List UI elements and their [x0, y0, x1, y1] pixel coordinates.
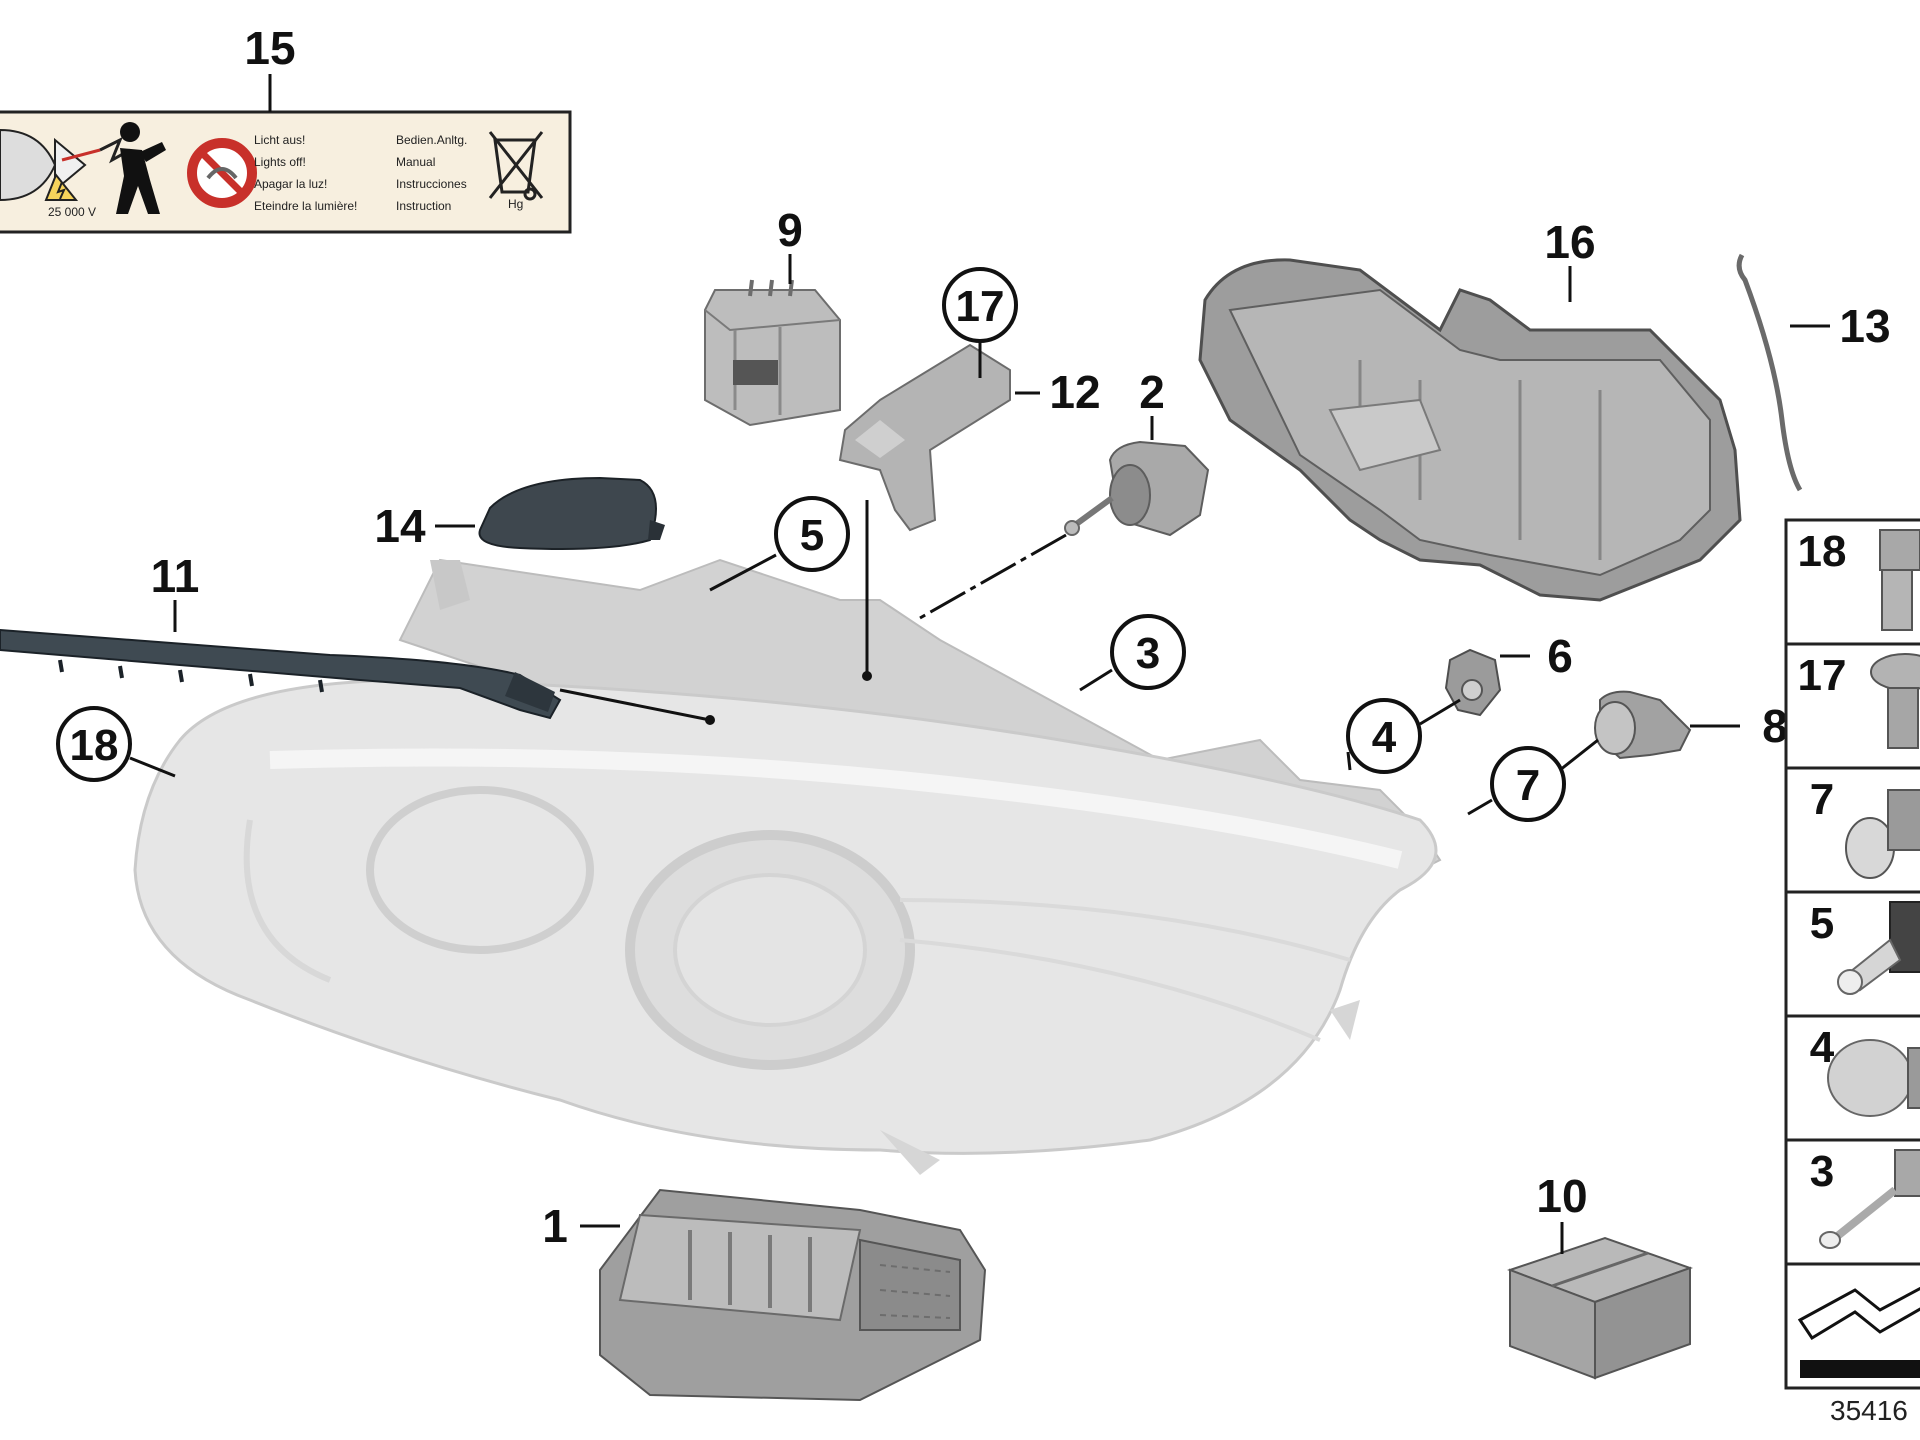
- callout-10: 10: [1536, 1170, 1587, 1222]
- callout-12: 12: [1049, 366, 1100, 418]
- no-light-prohibition-icon: [187, 138, 257, 208]
- warning-line-2: Lights off!: [254, 155, 306, 169]
- direction-arrow-icon: [1797, 1286, 1920, 1378]
- bulb-3-icon: [1819, 1149, 1920, 1249]
- callout-15: 15: [244, 22, 295, 74]
- cover-cap: [478, 476, 665, 550]
- panel-17-label: 17: [1798, 651, 1847, 700]
- bulb-4-icon: [1827, 1039, 1920, 1117]
- panel-5-label: 5: [1810, 899, 1834, 948]
- levelling-actuator: [1064, 440, 1210, 537]
- diagram-reference-number: 35416: [1830, 1395, 1908, 1426]
- callout-11: 11: [151, 550, 200, 602]
- callout-4: 4: [1372, 713, 1397, 762]
- panel-7-label: 7: [1810, 775, 1834, 824]
- parts-box: [1507, 1236, 1693, 1380]
- callout-13: 13: [1839, 300, 1890, 352]
- callout-17-top: 17: [942, 267, 1018, 343]
- bulb-socket-large: [1594, 690, 1692, 760]
- small-parts-panel: 18 17 7 5 4 3: [1784, 518, 1920, 1390]
- no-disposal-bin-icon: [488, 131, 544, 201]
- callout-14: 14: [374, 500, 426, 552]
- callout-18-circle: 18: [56, 706, 132, 782]
- bulb-7-icon: [1845, 789, 1920, 879]
- manual-line-1: Bedien.Anltg.: [396, 133, 467, 147]
- callout-5-circle: 5: [774, 496, 850, 572]
- callout-17: 17: [956, 282, 1005, 331]
- bulb-5-icon: [1837, 901, 1920, 995]
- screw-17-icon: [1870, 653, 1920, 749]
- rear-cover: [1198, 258, 1742, 602]
- headlight-housing: [133, 558, 1442, 1175]
- callout-6: 6: [1547, 630, 1573, 682]
- callout-7: 7: [1516, 761, 1540, 810]
- callout-8: 8: [1762, 700, 1788, 752]
- callout-3: 3: [1136, 629, 1160, 678]
- control-unit: [704, 279, 841, 427]
- callout-5: 5: [800, 511, 824, 560]
- callout-16: 16: [1544, 216, 1595, 268]
- screw-18-icon: [1879, 529, 1920, 631]
- mounting-bracket: [838, 343, 1011, 532]
- retaining-wire: [1736, 253, 1803, 492]
- callout-3-circle: 3: [1110, 614, 1186, 690]
- warning-line-4: Eteindre la lumière!: [254, 199, 357, 213]
- callout-7-circle: 7: [1490, 746, 1566, 822]
- warning-label: 25 000 V Licht aus! Lights off! Apagar l…: [0, 110, 572, 234]
- bulb-socket-small: [1444, 648, 1502, 717]
- callout-4-circle: 4: [1346, 698, 1422, 774]
- voltage-label: 25 000 V: [48, 205, 96, 219]
- ballast-housing: [599, 1188, 987, 1402]
- manual-line-2: Manual: [396, 155, 435, 169]
- warning-line-1: Licht aus!: [254, 133, 305, 147]
- warning-line-3: Apagar la luz!: [254, 177, 327, 191]
- manual-line-3: Instrucciones: [396, 177, 467, 191]
- callout-2: 2: [1139, 366, 1165, 418]
- electric-shock-person-icon: [116, 122, 166, 214]
- panel-3-label: 3: [1810, 1147, 1834, 1196]
- gasket-strip: [0, 628, 562, 720]
- mercury-symbol: Hg: [508, 197, 523, 211]
- callout-9: 9: [777, 204, 803, 256]
- manual-line-4: Instruction: [396, 199, 451, 213]
- callout-1: 1: [542, 1200, 568, 1252]
- panel-18-label: 18: [1798, 527, 1847, 576]
- callout-18: 18: [70, 721, 119, 770]
